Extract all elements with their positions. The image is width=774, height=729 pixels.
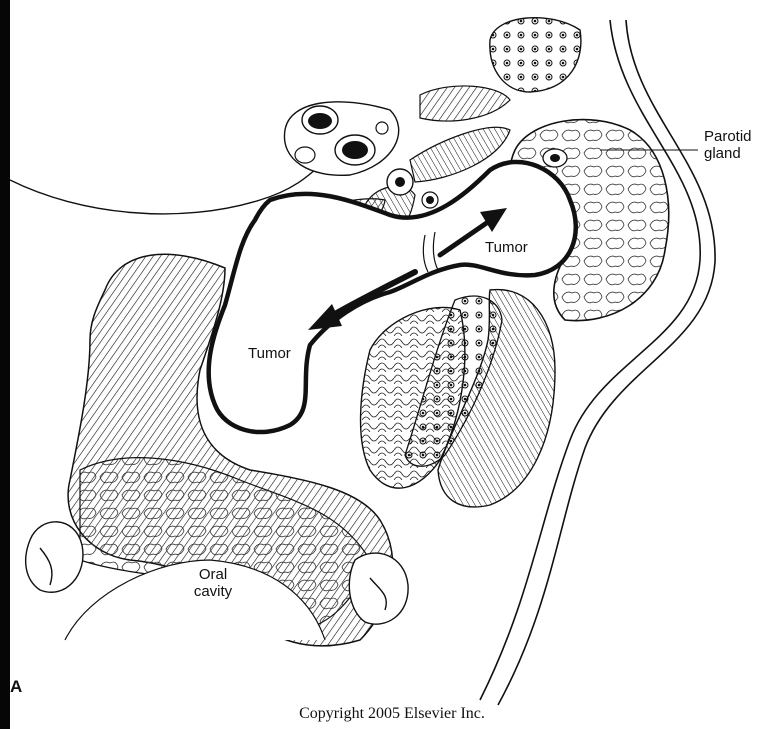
oral-label-line2: cavity [168, 583, 258, 600]
oral-cavity-label: Oral cavity [168, 566, 258, 600]
oral-label-line1: Oral [168, 566, 258, 583]
panel-letter: A [10, 678, 22, 695]
parotid-label-line2: gland [704, 145, 752, 162]
anatomy-drawing [10, 0, 774, 729]
vessel-cluster [284, 102, 398, 176]
parotid-label: Parotid gland [704, 128, 752, 162]
illustration-frame: Parotid gland Tumor Tumor Oral cavity A … [10, 0, 774, 729]
parotid-label-line1: Parotid [704, 128, 752, 145]
tumor-label-right: Tumor [485, 239, 528, 256]
pterygoid-mandible [361, 290, 555, 507]
copyright-text: Copyright 2005 Elsevier Inc. [10, 705, 774, 722]
upper-bone [490, 18, 581, 92]
tumor-label-left: Tumor [248, 345, 291, 362]
